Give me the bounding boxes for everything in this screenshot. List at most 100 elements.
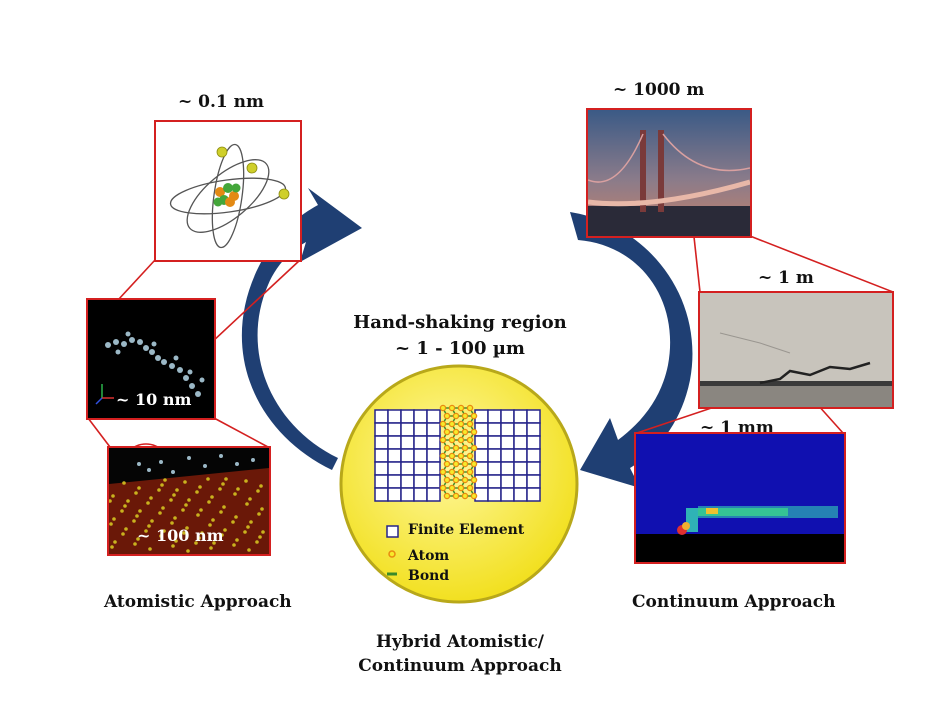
substrate-atom: [138, 509, 142, 513]
substrate-atom: [234, 515, 238, 519]
substrate-atom: [218, 487, 222, 491]
atom-mark: [461, 444, 469, 452]
finite-element-cell: [413, 422, 428, 437]
atom-mark: [466, 420, 474, 428]
atom-mark: [452, 460, 460, 468]
finite-element-cell: [374, 474, 389, 489]
atom-mark: [466, 404, 474, 412]
finite-element-cell: [413, 487, 428, 502]
finite-element-cell: [400, 487, 415, 502]
atom-mark: [448, 436, 456, 444]
substrate-atom: [123, 504, 127, 508]
finite-element-cell: [526, 474, 541, 489]
atom-mark: [443, 460, 451, 468]
finite-element-cell: [474, 422, 489, 437]
substrate-atom: [126, 499, 130, 503]
finite-element-cell: [426, 435, 441, 450]
substrate-atom: [233, 492, 237, 496]
substrate-atom: [171, 544, 175, 548]
molecule-panel: ~ 10 nm: [86, 298, 216, 420]
substrate-atom: [212, 541, 216, 545]
substrate-atom: [199, 508, 203, 512]
finite-element-cell: [413, 461, 428, 476]
atom-mark: [452, 428, 460, 436]
substrate-atom: [109, 499, 112, 503]
substrate-atom: [157, 488, 161, 492]
atom-mark: [470, 412, 478, 420]
finite-element-cell: [374, 461, 389, 476]
atom-mark: [461, 428, 469, 436]
finite-element-cell: [513, 435, 528, 450]
finite-element-cell: [387, 487, 402, 502]
atom-mark: [448, 404, 456, 412]
substrate-atom: [173, 516, 177, 520]
finite-element-cell: [387, 448, 402, 463]
atom-mark: [457, 404, 465, 412]
substrate-atom: [257, 512, 261, 516]
finite-element-cell: [500, 422, 515, 437]
substrate-atom: [246, 525, 250, 529]
substrate-atom: [261, 530, 265, 534]
continuum-approach-label: Continuum Approach: [632, 592, 836, 612]
substrate-atom: [231, 520, 235, 524]
bridge-photo: [588, 110, 750, 236]
substrate-atom: [182, 531, 186, 535]
finite-element-cell: [387, 435, 402, 450]
finite-element-legend-icon: [386, 525, 399, 538]
substrate-atom: [172, 493, 176, 497]
atom-mark: [448, 452, 456, 460]
atom-mark: [457, 468, 465, 476]
atom-mark: [457, 436, 465, 444]
finite-element-cell: [426, 461, 441, 476]
finite-element-cell: [400, 409, 415, 424]
atom-mark: [443, 412, 451, 420]
finite-element-cell: [387, 409, 402, 424]
atom-model-panel: [154, 120, 302, 262]
substrate-atom: [221, 482, 225, 486]
scale-label-atom: ~ 0.1 nm: [178, 92, 265, 112]
scale-label-molecule: ~ 10 nm: [116, 390, 192, 409]
substrate-atom: [158, 511, 162, 515]
hybrid-region-circle: [339, 364, 579, 604]
substrate-atom: [175, 488, 179, 492]
substrate-panel: ~ 100 nm: [107, 446, 271, 556]
atom-mark: [470, 444, 478, 452]
substrate-atom: [223, 528, 227, 532]
atom-mark: [439, 420, 447, 428]
crack-photo: [700, 293, 892, 407]
atom-mark: [466, 436, 474, 444]
substrate-atom: [147, 524, 151, 528]
substrate-atom: [161, 506, 165, 510]
atom-mark: [439, 404, 447, 412]
substrate-atom: [248, 497, 252, 501]
molecule-illustration: [95, 331, 205, 405]
finite-element-cell: [500, 474, 515, 489]
substrate-atom: [243, 530, 247, 534]
substrate-atom: [187, 498, 191, 502]
handshake-scale: ~ 1 - 100 µm: [395, 338, 525, 359]
substrate-atom: [181, 508, 185, 512]
substrate-atom: [259, 484, 263, 488]
substrate-atom: [146, 501, 150, 505]
substrate-atom: [200, 531, 204, 535]
substrate-atom: [160, 483, 164, 487]
finite-element-cell: [474, 448, 489, 463]
atom-mark: [457, 484, 465, 492]
finite-element-cell: [513, 461, 528, 476]
atom-mark: [457, 420, 465, 428]
atom-mark: [470, 476, 478, 484]
finite-element-cell: [487, 409, 502, 424]
substrate-atom: [133, 542, 137, 546]
atom-mark: [466, 484, 474, 492]
substrate-atom: [224, 477, 228, 481]
atom-mark: [457, 452, 465, 460]
substrate-atom: [185, 526, 189, 530]
finite-element-cell: [526, 409, 541, 424]
atom-model-illustration: [169, 143, 290, 249]
substrate-atom: [260, 507, 264, 511]
finite-element-cell: [474, 474, 489, 489]
simulation-panel: [634, 432, 846, 564]
finite-element-cell: [500, 448, 515, 463]
substrate-atom: [232, 543, 236, 547]
substrate-atom: [136, 537, 140, 541]
